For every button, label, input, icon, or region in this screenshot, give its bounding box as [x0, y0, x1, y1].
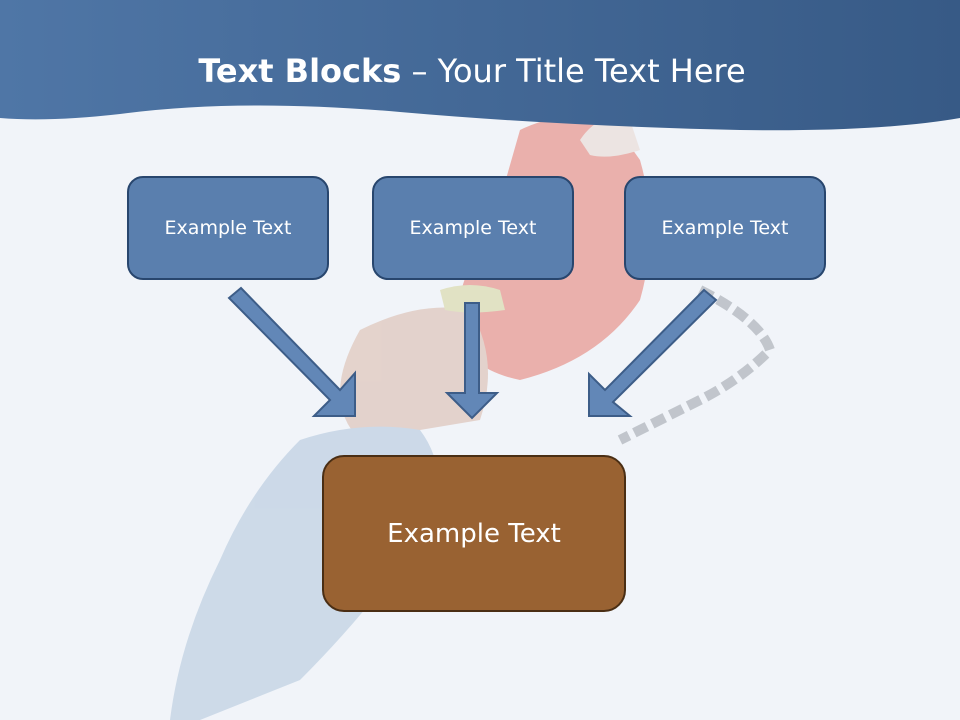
arrow-right: [588, 288, 718, 417]
arrow-left: [227, 286, 356, 417]
bottom-box-label: Example Text: [387, 518, 561, 549]
arrow-center: [444, 302, 500, 420]
top-box-right: Example Text: [624, 176, 826, 280]
top-box-left-label: Example Text: [164, 217, 292, 239]
slide-title: Text Blocks – Your Title Text Here: [0, 52, 944, 90]
top-box-right-label: Example Text: [661, 217, 789, 239]
top-box-left: Example Text: [127, 176, 329, 280]
top-box-center-label: Example Text: [409, 217, 537, 239]
title-bold-part: Text Blocks: [198, 52, 402, 90]
title-rest-part: – Your Title Text Here: [401, 52, 746, 90]
bottom-box: Example Text: [322, 455, 626, 612]
top-box-center: Example Text: [372, 176, 574, 280]
